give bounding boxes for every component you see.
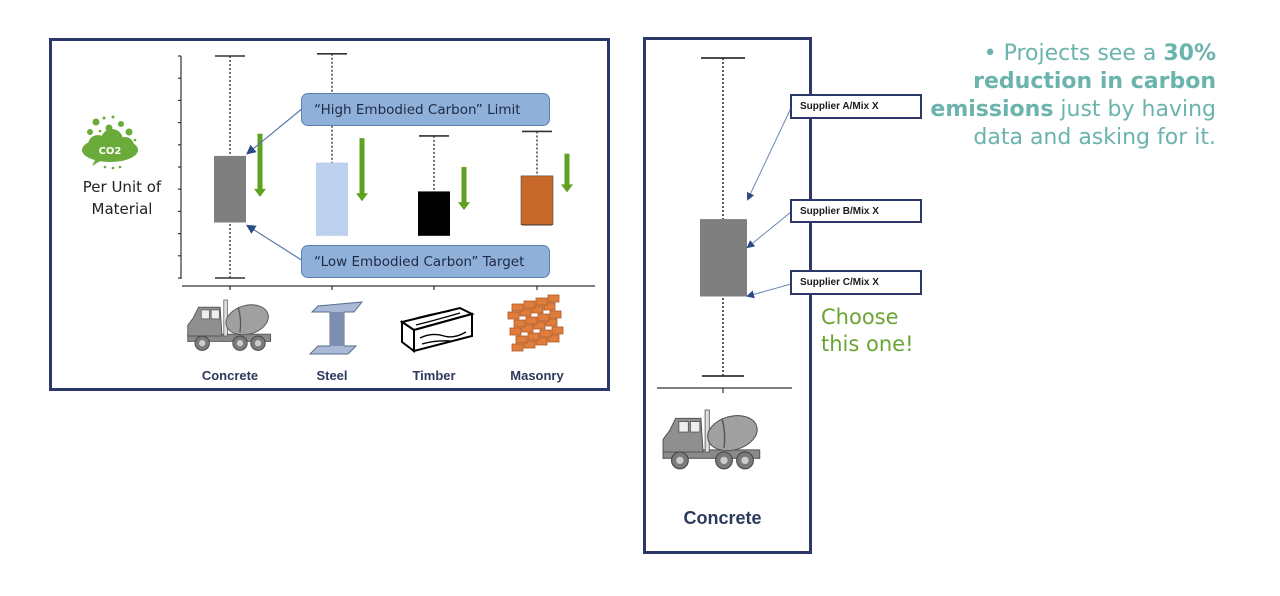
brick bbox=[551, 326, 564, 335]
truck-drum-band bbox=[237, 307, 242, 333]
bullet-highlight: 30% reduction in carbon emissions bbox=[930, 41, 1216, 122]
bullet-point: • Projects see a 30% reduction in carbon… bbox=[916, 40, 1216, 152]
masonry-box bbox=[520, 175, 554, 225]
right-category-label: Concrete bbox=[683, 508, 762, 528]
concrete-box bbox=[214, 155, 246, 223]
y-axis-label-line-1: Per Unit of bbox=[82, 178, 162, 196]
right-box bbox=[700, 219, 747, 297]
low-callout-text: “Low Embodied Carbon” Target bbox=[314, 253, 525, 270]
timber-icon bbox=[399, 306, 475, 353]
truck-window bbox=[210, 309, 220, 320]
truck-hub bbox=[741, 456, 749, 465]
brick bbox=[507, 311, 520, 320]
truck-window bbox=[678, 421, 689, 433]
choose-line-1: Choose bbox=[821, 305, 899, 329]
brick bbox=[511, 303, 524, 312]
box-plot-series bbox=[214, 52, 554, 279]
truck-hub bbox=[199, 340, 206, 347]
brick bbox=[547, 334, 560, 343]
truck-window bbox=[200, 309, 210, 320]
y-axis-label-line-2: Material bbox=[91, 200, 153, 218]
brick bbox=[531, 305, 544, 314]
high-limit-pointer bbox=[246, 107, 304, 155]
brick bbox=[535, 297, 548, 306]
low-target-pointer bbox=[245, 224, 304, 262]
steel-beam-icon bbox=[308, 301, 364, 355]
steel-box bbox=[316, 162, 348, 236]
brick bbox=[535, 337, 548, 346]
supplier-c-text: Supplier C/Mix X bbox=[800, 277, 879, 288]
choose-this-one-text: Choose this one! bbox=[821, 304, 914, 358]
low-embodied-carbon-callout: “Low Embodied Carbon” Target bbox=[301, 245, 550, 278]
timber-reduction-arrow-head bbox=[458, 202, 470, 211]
brick bbox=[521, 324, 534, 333]
truck-window bbox=[689, 421, 701, 433]
truck-chassis bbox=[662, 449, 761, 459]
masonry-reduction-arrow-head bbox=[561, 184, 573, 193]
y-axis-label: Per Unit of Material bbox=[62, 176, 182, 220]
supplier-a-text: Supplier A/Mix X bbox=[800, 101, 879, 112]
supplier-b-pointer bbox=[746, 211, 792, 249]
truck-drum-band bbox=[721, 418, 726, 448]
timber-reduction-arrow-shaft bbox=[461, 167, 467, 204]
supplier-b-label: Supplier B/Mix X bbox=[790, 199, 922, 223]
brick bbox=[511, 343, 524, 352]
brick bbox=[515, 335, 528, 344]
brick bbox=[543, 302, 556, 311]
bullet-suffix: just by having data and asking for it. bbox=[973, 97, 1216, 150]
supplier-b-text: Supplier B/Mix X bbox=[800, 205, 879, 217]
x-axis-ticks bbox=[229, 286, 538, 290]
steel-reduction-arrow-head bbox=[356, 193, 368, 202]
timber-box bbox=[418, 191, 450, 236]
concrete-reduction-arrow-shaft bbox=[257, 133, 263, 190]
choose-line-2: this one! bbox=[821, 332, 914, 356]
brick bbox=[523, 340, 536, 349]
supplier-c-pointer bbox=[746, 283, 792, 299]
truck-drum bbox=[225, 304, 269, 336]
brick bbox=[537, 313, 550, 322]
high-embodied-carbon-callout: “High Embodied Carbon” Limit bbox=[301, 93, 550, 126]
brick bbox=[533, 321, 546, 330]
supplier-a-pointer bbox=[746, 107, 792, 201]
truck-chassis bbox=[187, 333, 272, 342]
brick bbox=[545, 318, 558, 327]
category-label-concrete: Concrete bbox=[201, 368, 259, 383]
bullet-prefix: • Projects see a bbox=[983, 41, 1164, 66]
category-label-timber: Timber bbox=[412, 368, 456, 383]
co2-cloud-icon: CO2 bbox=[82, 115, 138, 170]
brick bbox=[539, 329, 552, 338]
category-label-steel: Steel bbox=[316, 368, 348, 383]
supplier-a-label: Supplier A/Mix X bbox=[790, 94, 922, 119]
masonry-brick-icon bbox=[507, 294, 564, 352]
y-axis-ticks bbox=[178, 55, 181, 279]
high-callout-text: “High Embodied Carbon” Limit bbox=[314, 101, 521, 118]
truck-hub bbox=[254, 340, 262, 347]
co2-label: CO2 bbox=[99, 146, 122, 157]
concrete-truck-icon bbox=[187, 299, 272, 351]
brick bbox=[549, 310, 562, 319]
concrete-reduction-arrow-head bbox=[254, 188, 266, 197]
brick bbox=[509, 327, 522, 336]
brick bbox=[519, 308, 532, 317]
concrete-box-plot bbox=[700, 57, 747, 377]
supplier-c-label: Supplier C/Mix X bbox=[790, 270, 922, 295]
brick bbox=[525, 316, 538, 325]
masonry-reduction-arrow-shaft bbox=[564, 153, 570, 186]
category-label-masonry: Masonry bbox=[510, 368, 564, 383]
steel-reduction-arrow-shaft bbox=[359, 138, 365, 195]
brick bbox=[527, 332, 540, 341]
brick bbox=[547, 294, 560, 303]
truck-hub bbox=[720, 456, 728, 465]
truck-hub bbox=[236, 340, 244, 347]
truck-drum bbox=[707, 415, 758, 452]
brick bbox=[513, 319, 526, 328]
reduction-arrows bbox=[254, 133, 573, 211]
brick bbox=[523, 300, 536, 309]
truck-hub bbox=[676, 456, 684, 465]
concrete-truck-icon-large bbox=[662, 409, 761, 470]
